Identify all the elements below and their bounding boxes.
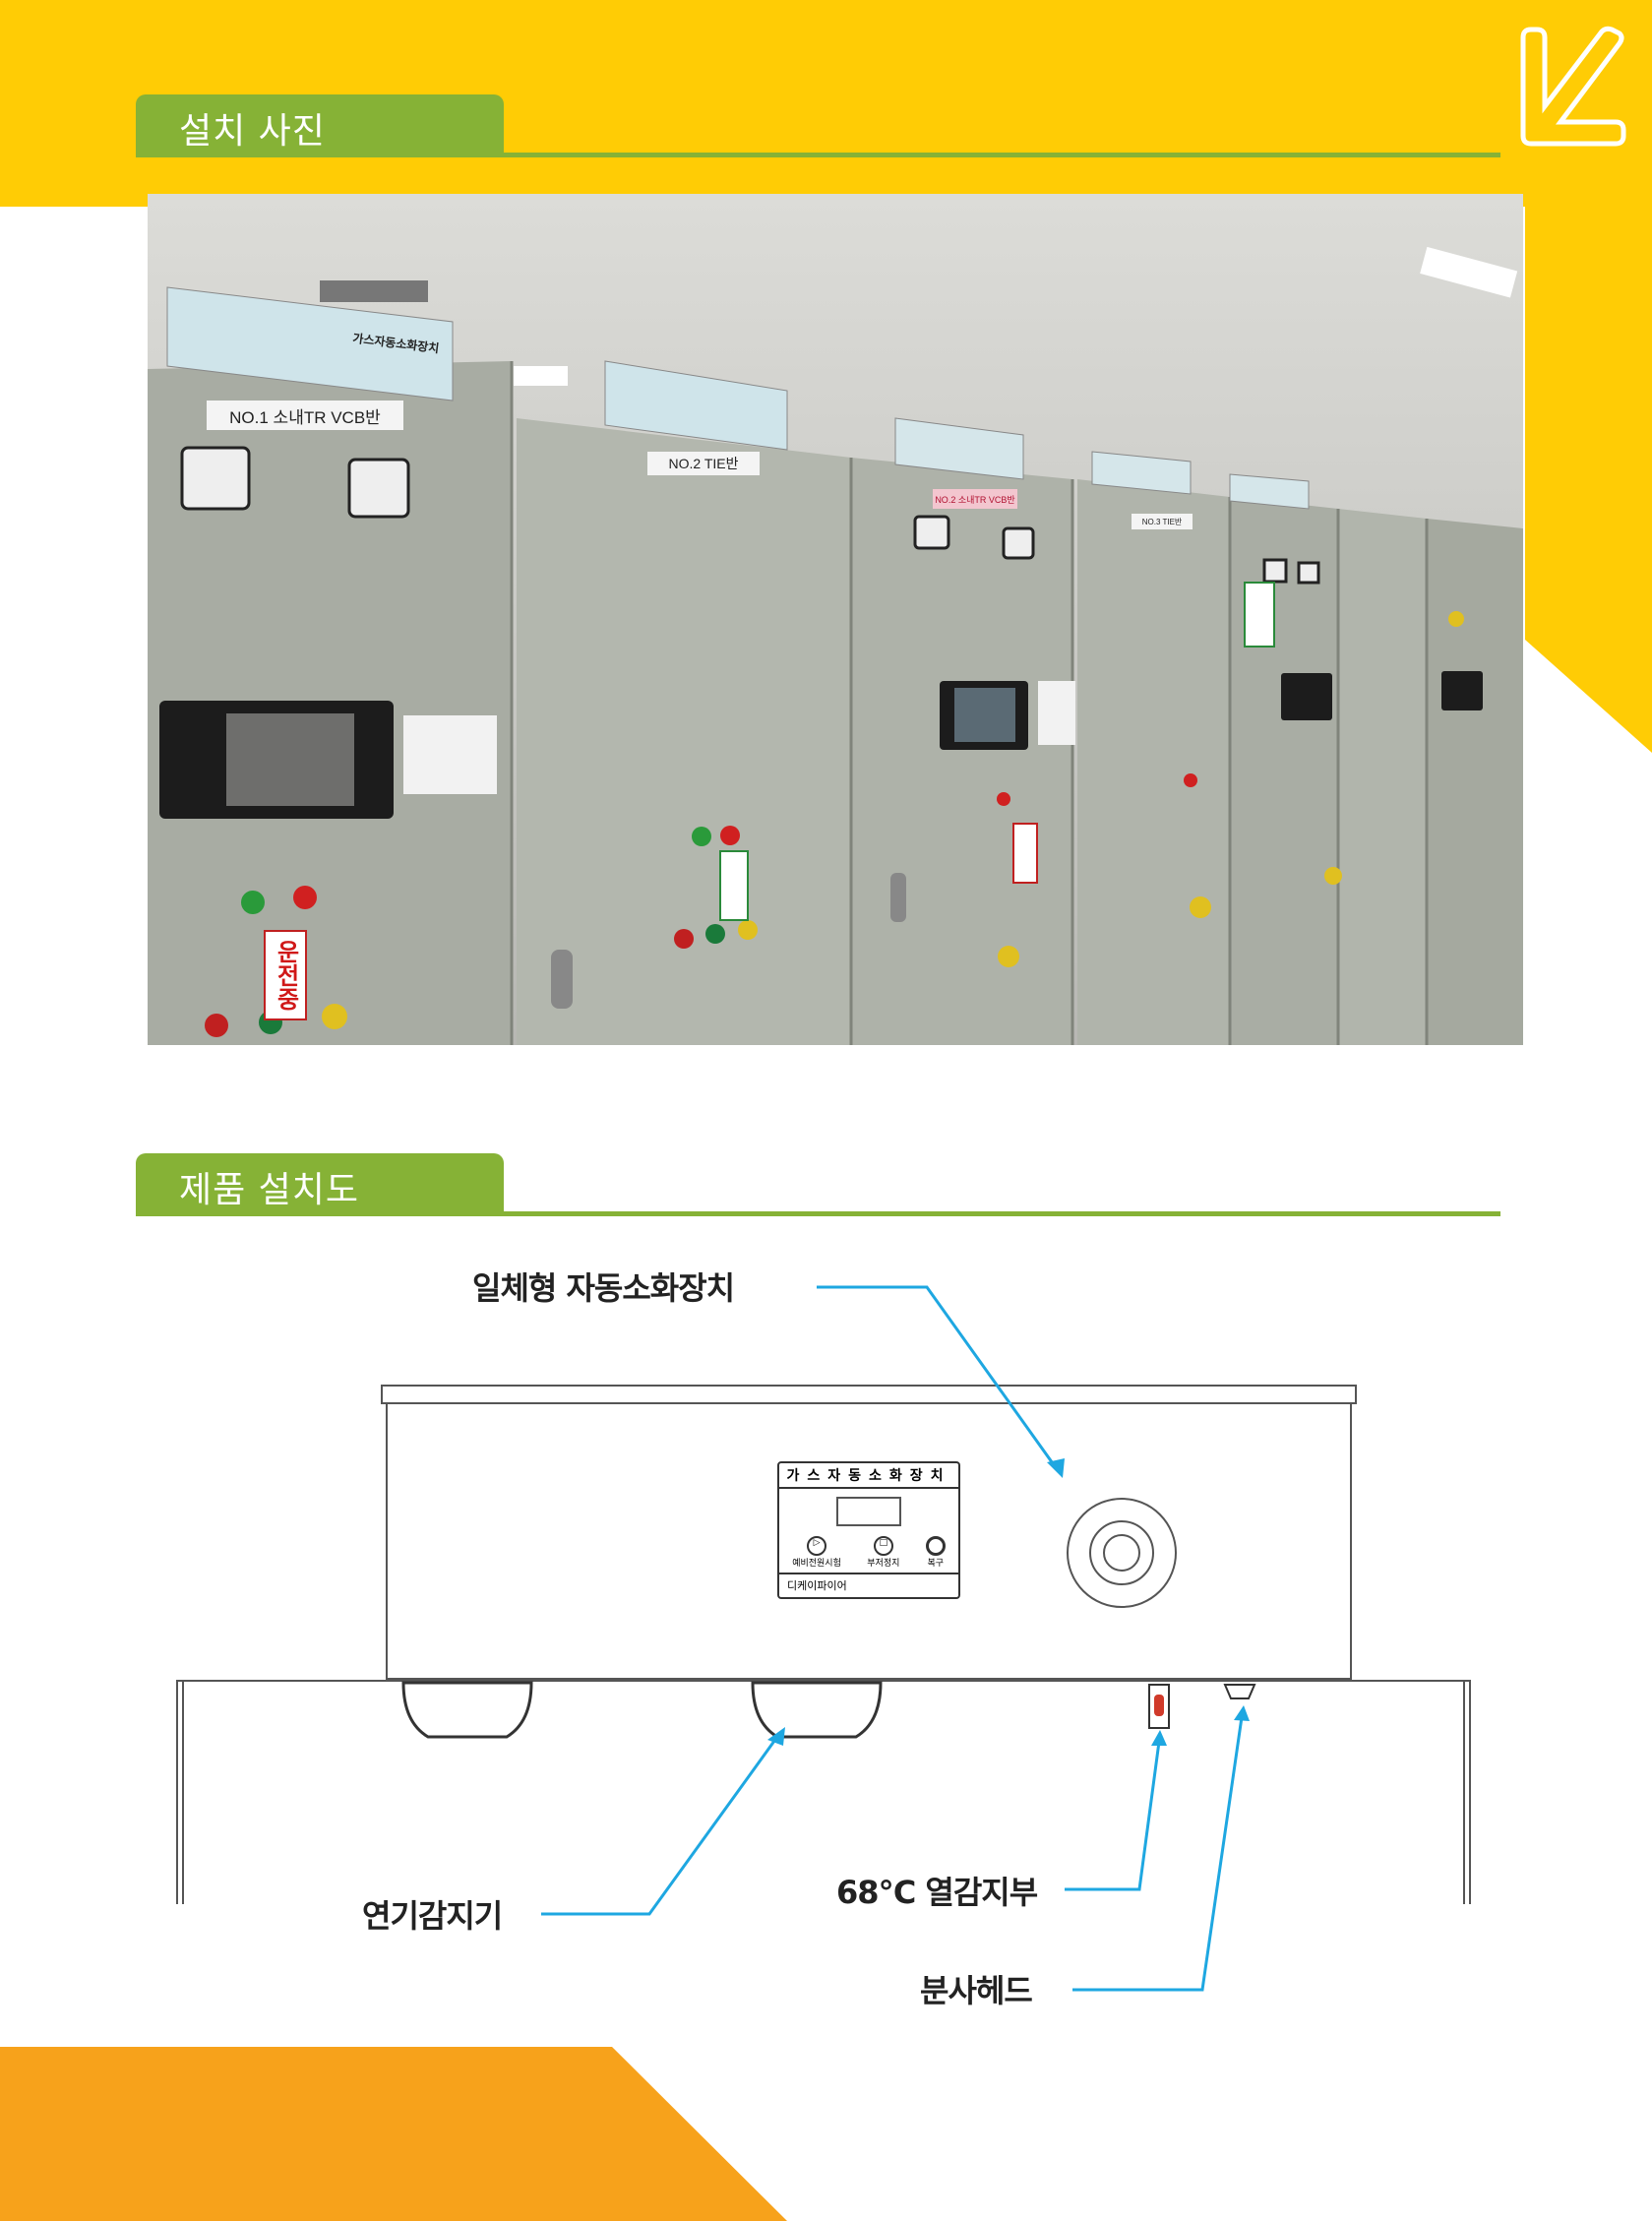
section-header-install-photo: 설치 사진 [136,94,504,154]
panel-button-battery-test[interactable]: ▷예비전원시험 [792,1536,841,1569]
section-divider [136,1211,1500,1216]
fire-suppression-control-panel: 가스자동소화장치 ▷예비전원시험 □부저정지 복구 디케이파이어 [777,1461,960,1599]
callout-integrated-unit: 일체형 자동소화장치 [472,1269,735,1307]
panel-button-reset[interactable]: 복구 [925,1536,946,1569]
callout-smoke-detector: 연기감지기 [362,1897,503,1935]
panel-brand: 디케이파이어 [779,1573,958,1596]
panel-title: 가스자동소화장치 [779,1463,958,1489]
nameplate-no3-tie: NO.3 TIE반 [1132,514,1193,529]
panel-display [836,1497,901,1526]
section-header-install-diagram: 제품 설치도 [136,1153,504,1212]
operating-tag: 운전중 [264,930,307,1020]
nameplate-no1-tr-vcb: NO.1 소내TR VCB반 [207,401,403,430]
section-divider [136,153,1500,157]
nameplate-no2-tie: NO.2 TIE반 [647,452,760,475]
section-title: 제품 설치도 [179,1170,360,1210]
install-photo: NO.1 소내TR VCB반 NO.2 TIE반 NO.2 소내TR VCB반 … [148,194,1523,1045]
smoke-detector-icon [401,1681,883,1739]
panel-button-buzzer-stop[interactable]: □부저정지 [867,1536,900,1569]
callout-lines [541,1285,1244,1992]
nameplate-no2-tr-vcb: NO.2 소내TR VCB반 [933,489,1017,509]
callout-heat-sensor: 68℃ 열감지부 [836,1874,1038,1911]
section-title: 설치 사진 [179,111,326,152]
arrow-logo-icon [1520,26,1626,147]
spray-head-icon [1223,1684,1256,1699]
callout-spray-head: 분사헤드 [920,1972,1033,2009]
